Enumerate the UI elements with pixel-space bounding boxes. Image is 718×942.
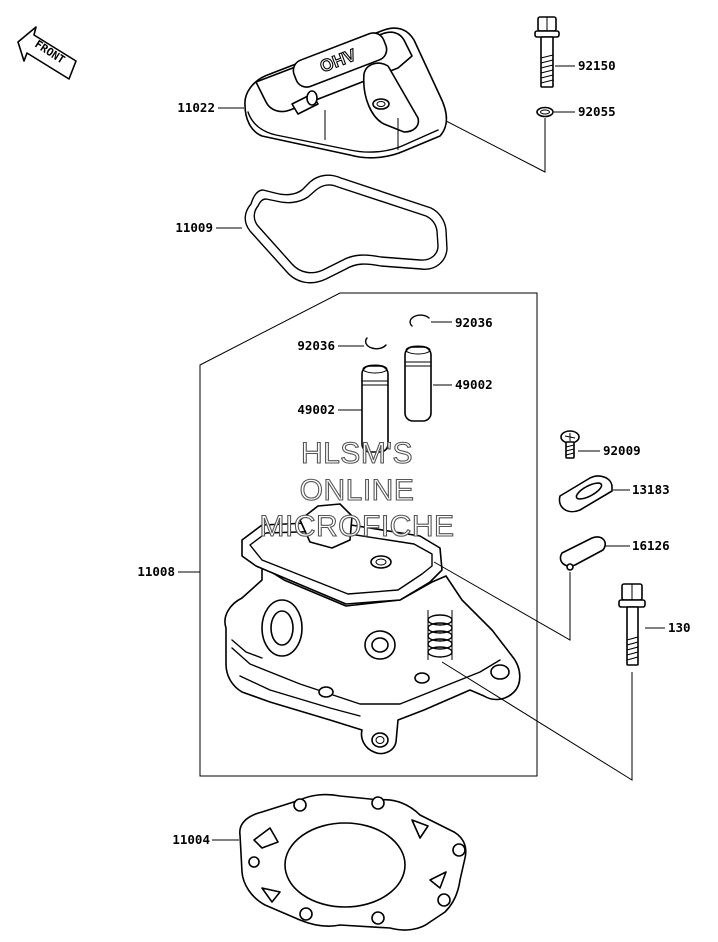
- cylinder-head-11008[interactable]: [224, 503, 521, 755]
- callout-92055[interactable]: 92055: [578, 104, 616, 119]
- clip-right-92036[interactable]: [409, 314, 430, 327]
- callout-49002-left[interactable]: 49002: [297, 402, 335, 417]
- valve-spring-coils: [427, 610, 453, 660]
- callout-11004[interactable]: 11004: [172, 832, 210, 847]
- screw-92009[interactable]: [560, 430, 580, 459]
- washer-92055[interactable]: [536, 106, 554, 118]
- callout-11009[interactable]: 11009: [175, 220, 213, 235]
- valve-guide-right-49002[interactable]: [404, 345, 432, 422]
- callout-13183[interactable]: 13183: [632, 482, 670, 497]
- watermark-line-2: ONLINE: [300, 474, 415, 507]
- valve-cover-11022[interactable]: OHV: [244, 27, 448, 159]
- watermark-line-3: MICROFICHE: [260, 510, 455, 543]
- head-gasket-11004[interactable]: [239, 793, 467, 931]
- valve-guide-left-49002[interactable]: [361, 364, 389, 453]
- cap-16126[interactable]: [559, 536, 607, 571]
- callout-11022[interactable]: 11022: [177, 100, 215, 115]
- bolt-92150[interactable]: [534, 16, 560, 88]
- callout-130[interactable]: 130: [668, 620, 691, 635]
- watermark: HLSM'S ONLINE MICROFICHE: [259, 436, 455, 543]
- callout-92036-left[interactable]: 92036: [297, 338, 335, 353]
- plate-13183[interactable]: [558, 475, 613, 513]
- cover-gasket-11009[interactable]: [244, 174, 448, 284]
- clip-left-92036[interactable]: [364, 337, 387, 350]
- callout-11008[interactable]: 11008: [137, 564, 175, 579]
- assembly-line: [433, 561, 571, 641]
- front-arrow-icon: FRONT: [17, 26, 77, 80]
- callout-92036-right[interactable]: 92036: [455, 315, 493, 330]
- cylinder-head-group-frame: [199, 292, 538, 777]
- callout-49002-right[interactable]: 49002: [455, 377, 493, 392]
- assembly-line: [441, 661, 633, 781]
- callout-92150[interactable]: 92150: [578, 58, 616, 73]
- head-bolt-130[interactable]: [618, 583, 646, 666]
- watermark-line-1: HLSM'S: [301, 437, 413, 470]
- callout-16126[interactable]: 16126: [632, 538, 670, 553]
- callout-92009[interactable]: 92009: [603, 443, 641, 458]
